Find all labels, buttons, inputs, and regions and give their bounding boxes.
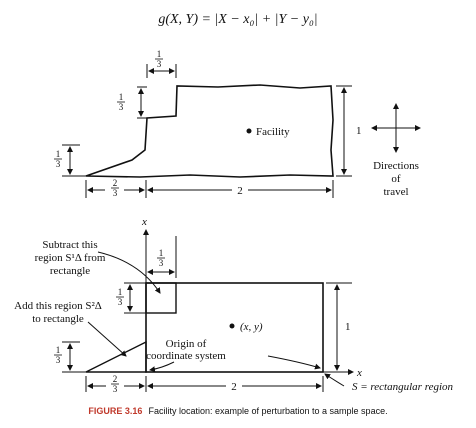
dim-top-width-third: 1 3 bbox=[155, 49, 163, 69]
svg-text:3: 3 bbox=[56, 159, 61, 169]
add-region-triangle bbox=[85, 340, 147, 373]
dim-bottom-height-one: 1 bbox=[345, 321, 351, 333]
vertical-axis-label: x bbox=[141, 216, 147, 228]
svg-text:1: 1 bbox=[157, 49, 162, 59]
figure-caption-text: Facility location: example of perturbati… bbox=[148, 406, 388, 416]
svg-text:3: 3 bbox=[159, 258, 164, 268]
subtract-arrow bbox=[97, 251, 161, 294]
origin-annotation: Origin of coordinate system bbox=[146, 338, 226, 362]
svg-text:3: 3 bbox=[118, 297, 123, 307]
dim-square-height-third: 1 3 bbox=[116, 287, 124, 307]
directions-label: Directions of travel bbox=[373, 160, 419, 198]
svg-text:Directions: Directions bbox=[373, 160, 419, 172]
s-region-label-arrow bbox=[324, 373, 345, 387]
point-xy-label: (x, y) bbox=[240, 321, 263, 333]
svg-text:3: 3 bbox=[157, 59, 162, 69]
dim-top-left-width-twothirds: 2 3 bbox=[111, 178, 119, 198]
s-region-arrow bbox=[267, 355, 321, 370]
svg-text:2: 2 bbox=[113, 374, 118, 384]
irregular-region-outline bbox=[85, 84, 334, 178]
svg-text:Subtract this: Subtract this bbox=[42, 239, 97, 251]
directions-of-travel-icon bbox=[371, 103, 421, 153]
svg-text:1: 1 bbox=[56, 149, 61, 159]
svg-text:3: 3 bbox=[56, 355, 61, 365]
svg-text:coordinate system: coordinate system bbox=[146, 350, 226, 362]
svg-text:travel: travel bbox=[383, 186, 408, 198]
svg-text:1: 1 bbox=[118, 287, 123, 297]
figure-caption: FIGURE 3.16 Facility location: example of… bbox=[0, 406, 476, 416]
distance-formula: g(X, Y) = |X − x₀| + |Y − y₀| bbox=[158, 12, 318, 27]
svg-text:Origin of: Origin of bbox=[166, 338, 207, 350]
dim-bottom-width-third: 1 3 bbox=[157, 248, 165, 268]
add-arrow bbox=[87, 321, 127, 357]
figure-number: FIGURE 3.16 bbox=[88, 406, 143, 416]
point-xy bbox=[229, 323, 235, 329]
dim-triangle-height-third: 1 3 bbox=[54, 345, 62, 365]
add-annotation: Add this region S²Δ to rectangle bbox=[14, 300, 102, 325]
dim-left-height-third: 1 3 bbox=[54, 149, 62, 169]
rectangle-region bbox=[145, 282, 324, 373]
svg-text:3: 3 bbox=[119, 102, 124, 112]
svg-text:Add this region S²Δ: Add this region S²Δ bbox=[14, 300, 102, 312]
facility-label: Facility bbox=[256, 126, 290, 138]
svg-text:3: 3 bbox=[113, 188, 118, 198]
svg-text:region S¹Δ from: region S¹Δ from bbox=[35, 252, 106, 264]
horizontal-axis-label: x bbox=[356, 367, 362, 379]
dim-top-width-two: 2 bbox=[237, 185, 243, 197]
svg-text:rectangle: rectangle bbox=[50, 265, 90, 277]
dim-step-height-third: 1 3 bbox=[117, 92, 125, 112]
svg-text:2: 2 bbox=[113, 178, 118, 188]
svg-text:3: 3 bbox=[113, 384, 118, 394]
subtract-region-square bbox=[145, 282, 177, 314]
svg-text:1: 1 bbox=[56, 345, 61, 355]
svg-text:1: 1 bbox=[159, 248, 164, 258]
s-region-label: S = rectangular region bbox=[352, 381, 454, 393]
facility-point bbox=[246, 128, 252, 134]
svg-text:of: of bbox=[391, 173, 401, 185]
subtract-annotation: Subtract this region S¹Δ from rectangle bbox=[35, 239, 106, 277]
origin-arrow bbox=[149, 361, 175, 373]
svg-text:to rectangle: to rectangle bbox=[32, 313, 84, 325]
svg-text:1: 1 bbox=[119, 92, 124, 102]
dim-bottom-left-width-twothirds: 2 3 bbox=[111, 374, 119, 394]
dim-top-height-one: 1 bbox=[356, 125, 362, 137]
dim-bottom-width-two: 2 bbox=[231, 381, 237, 393]
